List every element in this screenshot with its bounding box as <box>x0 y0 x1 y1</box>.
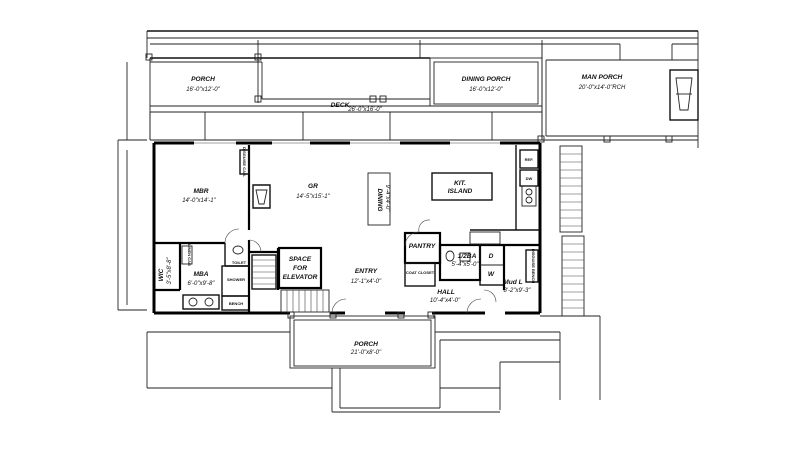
shower-label: SHOWER <box>227 277 245 282</box>
gr-dims: 14'-5"x15'-1" <box>296 194 330 200</box>
washer-label: W <box>488 271 495 278</box>
wic-name: WIC <box>158 268 165 281</box>
dining-porch-name: DINING PORCH <box>462 76 511 83</box>
linen-label: LINEN CAB <box>187 244 192 266</box>
kit-island-label: ISLAND <box>448 188 473 195</box>
man-porch-dims: 20'-0"x14'-0"RCH <box>578 85 626 91</box>
gr-name: GR <box>308 183 318 190</box>
disguise-cab-label: DISGUISE CAB. <box>242 147 247 177</box>
mudl-name: Mud L <box>503 279 522 286</box>
elevator-line3: ELEVATOR <box>283 274 318 281</box>
exterior-walls <box>152 141 542 315</box>
room-labels: PORCH 16'-0"x12'-0" DINING PORCH 16'-0"x… <box>158 74 626 356</box>
bench-label: BENCH <box>229 301 243 306</box>
interior-walls <box>154 145 540 313</box>
disguise-cab <box>239 149 250 175</box>
mba-name: MBA <box>193 271 208 278</box>
toilet-icon <box>232 245 244 255</box>
disguise-bench-label: DISGUISE BENCH <box>531 249 536 284</box>
kit-name: KIT. <box>454 180 466 187</box>
porch-front-name: PORCH <box>354 341 378 348</box>
dining-porch-dims: 16'-0"x12'-0" <box>469 87 503 93</box>
mbr-name: MBR <box>193 188 208 195</box>
hall-dims: 10'-4"x4'-0" <box>430 298 461 304</box>
porch-left-name: PORCH <box>191 76 215 83</box>
mbr-dims: 14'-0"x14'-1" <box>182 198 216 204</box>
kitchen-island <box>431 172 493 201</box>
man-porch-name: MAN PORCH <box>582 74 623 81</box>
fireplace <box>669 69 699 121</box>
dining-dims: 9'-4"x4'-0" <box>384 185 390 213</box>
hall-name: HALL <box>437 289 455 296</box>
dryer-label: D <box>489 253 494 260</box>
entry-name: ENTRY <box>355 268 378 275</box>
entry-dims: 12'-1"x4'-0" <box>351 279 382 285</box>
exterior-stairs <box>252 145 601 340</box>
elevator-line1: SPACE <box>289 256 312 263</box>
toilet-label: TOILET <box>232 260 247 265</box>
deck-area <box>149 106 560 141</box>
dw-label: DW <box>526 176 533 181</box>
deck-dims: 26'-0"x16'-0" <box>347 107 382 113</box>
ref-label: REF. <box>525 157 534 162</box>
dining-table <box>367 172 391 226</box>
fixture-labels: TOILET SHOWER BENCH LINEN CAB DISGUISE C… <box>187 147 536 306</box>
deck-name: DECK <box>331 102 351 109</box>
mba-dims: 6'-0"x9'-8" <box>188 281 216 287</box>
coat-closet-label: COAT CLOSET <box>406 270 435 275</box>
dining-name: DINING <box>376 188 383 211</box>
top-porches <box>145 44 699 143</box>
wic-dims: 3'-5"x8'-8" <box>167 257 173 285</box>
pantry-name: PANTRY <box>409 243 436 250</box>
porch-left-dims: 16'-0"x12'-0" <box>186 87 220 93</box>
half-bath-name: 1/2BA <box>458 253 477 260</box>
front-porch <box>146 311 601 413</box>
furnishings <box>181 149 497 314</box>
deck-framing <box>117 30 699 311</box>
elevator-line2: FOR <box>293 265 307 272</box>
porch-front-dims: 21'-0"x8'-0" <box>350 350 382 356</box>
mudl-dims: 8'-2"x9'-3" <box>504 288 532 294</box>
half-bath-dims: 5'-4"x5'-0" <box>452 262 480 268</box>
